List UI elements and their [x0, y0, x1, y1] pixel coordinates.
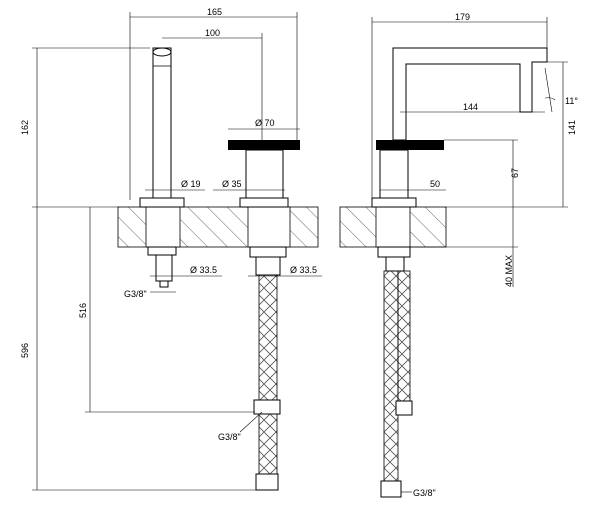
label-side-body-height: 67: [510, 168, 520, 178]
label-body-diameter: Ø 35: [222, 179, 242, 189]
label-overall-width: 165: [207, 7, 222, 17]
dim-hose-length: 516: [78, 207, 255, 413]
side-view: 179 144 11° 141 67 50 40 MA: [339, 12, 578, 498]
hose-side-right: [397, 270, 411, 402]
label-connector-left: Ø 33.5: [190, 265, 217, 275]
side-handle-cap: [376, 140, 444, 150]
dim-overall-width: 165: [129, 7, 298, 200]
label-spout-to-handle: 100: [205, 28, 220, 38]
label-spout-diameter: Ø 19: [181, 179, 201, 189]
front-view: 165 100 Ø 70 162 Ø 19 Ø 35 Ø 33.5: [20, 7, 322, 491]
dim-spout-to-handle: 100: [162, 28, 263, 140]
dim-side-offset: 50: [380, 179, 446, 191]
label-side-thread-hose: G3/8": [413, 488, 436, 498]
label-total-length: 596: [20, 343, 30, 358]
label-side-height: 141: [567, 120, 577, 135]
dim-handle-diameter: Ø 70: [228, 118, 300, 130]
label-side-depth: 179: [455, 12, 470, 22]
dim-side-body-height: 67: [444, 139, 520, 207]
side-body: [379, 149, 409, 199]
label-side-max-thickness: 40 MAX: [504, 255, 514, 287]
dim-thread-hose: G3/8": [218, 411, 263, 442]
hose-front: [258, 274, 278, 401]
label-thread-hose-front: G3/8": [218, 432, 241, 442]
label-thread-left: G3/8": [124, 289, 147, 299]
handle-body: [245, 149, 284, 199]
label-hose-length: 516: [78, 303, 88, 318]
dim-side-thread-hose: G3/8": [401, 488, 436, 498]
label-side-projection: 144: [463, 102, 478, 112]
dim-spout-diameter: Ø 19: [145, 179, 205, 191]
dim-thread-left: G3/8": [124, 289, 176, 299]
dim-body-diameter: Ø 35: [213, 179, 285, 191]
dim-side-projection: 144: [400, 102, 545, 113]
dim-side-depth: 179: [371, 12, 548, 200]
label-side-angle: 11°: [565, 96, 578, 106]
label-handle-diameter: Ø 70: [255, 118, 275, 128]
spout-body: [152, 47, 172, 199]
connector-left: [155, 254, 173, 282]
hose-side-left: [383, 270, 399, 482]
dim-side-height: 141: [446, 61, 577, 208]
label-overall-height: 162: [20, 120, 30, 135]
label-side-offset: 50: [430, 179, 440, 189]
dim-side-angle: 11°: [544, 67, 578, 113]
dim-total-length: 596: [20, 206, 256, 491]
connector-right: [255, 256, 281, 276]
label-connector-right: Ø 33.5: [290, 265, 317, 275]
dim-connector-right: Ø 33.5: [248, 265, 322, 277]
dim-side-max-thickness: 40 MAX: [410, 207, 518, 287]
side-spout: [392, 47, 548, 141]
handle-cap: [228, 140, 300, 150]
dim-connector-left: Ø 33.5: [150, 265, 222, 277]
dim-overall-height: 162: [20, 47, 150, 207]
